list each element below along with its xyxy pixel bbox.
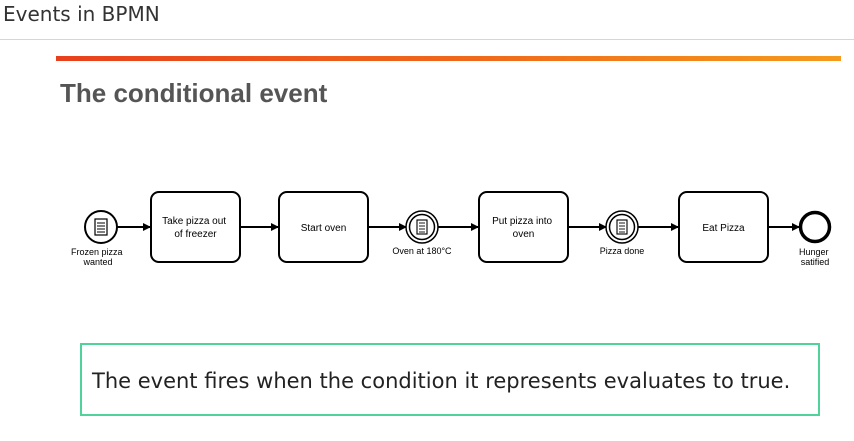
callout-box: The event fires when the condition it re…: [80, 343, 820, 416]
intermediate-event-1-label: Oven at 180°C: [392, 246, 452, 256]
svg-text:Start oven: Start oven: [301, 223, 347, 234]
task-put-pizza-into-oven: Put pizza into oven: [478, 191, 569, 263]
accent-bar: [56, 56, 841, 61]
svg-text:Eat Pizza: Eat Pizza: [702, 223, 745, 234]
task-take-pizza-out: Take pizza out of freezer: [150, 191, 241, 263]
task-eat-pizza: Eat Pizza: [678, 191, 769, 263]
conditional-intermediate-event: [405, 210, 439, 244]
svg-text:Put pizza into oven: Put pizza into oven: [492, 216, 555, 240]
task-start-oven: Start oven: [278, 191, 369, 263]
page-header: Events in BPMN: [0, 0, 854, 40]
intermediate-event-2-label: Pizza done: [600, 246, 645, 256]
end-event: [798, 210, 832, 244]
condition-document-icon: [94, 218, 108, 236]
conditional-start-event: [84, 210, 118, 244]
condition-document-icon: [416, 219, 428, 235]
bpmn-diagram: Frozen pizza wanted Take pizza out of fr…: [71, 191, 832, 267]
svg-text:Take pizza out of freeze: Take pizza out of freezer: [162, 216, 229, 240]
condition-document-icon: [616, 219, 628, 235]
page-header-title: Events in BPMN: [3, 2, 160, 26]
start-event-label: Frozen pizza wanted: [71, 247, 125, 267]
callout-text: The event fires when the condition it re…: [92, 369, 791, 393]
conditional-intermediate-event: [605, 210, 639, 244]
end-event-label: Hunger satified: [799, 247, 831, 267]
slide-title: The conditional event: [60, 78, 328, 108]
